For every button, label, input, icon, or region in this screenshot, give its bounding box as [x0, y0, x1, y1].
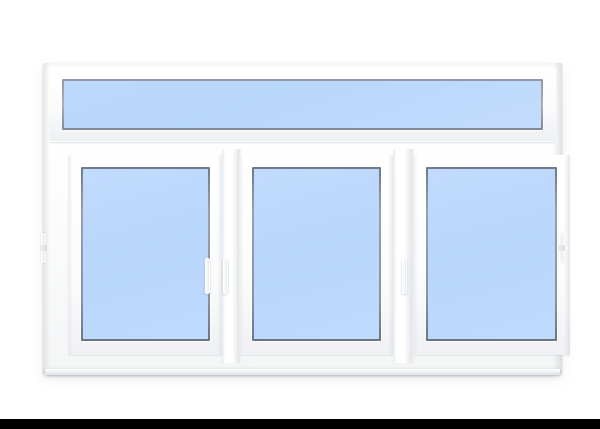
hinge-right	[558, 233, 565, 263]
bottom-black-band	[0, 419, 600, 429]
sash-middle[interactable]	[239, 155, 394, 355]
handle-middle-sash[interactable]	[223, 258, 228, 294]
sash-right[interactable]	[413, 155, 570, 355]
handle-left-sash[interactable]	[205, 258, 210, 294]
transom-light	[49, 68, 556, 141]
hinge-left	[40, 233, 47, 263]
sash-band	[40, 145, 570, 374]
mullion-right	[393, 149, 414, 363]
sash-middle-glazing-bead	[252, 167, 381, 341]
transom-glass-pane	[64, 81, 541, 128]
sash-left-glazing-bead	[81, 167, 210, 341]
transom-shadow-line	[50, 142, 555, 144]
transom-glazing-bead	[62, 79, 543, 130]
pvc-window-unit	[40, 63, 570, 377]
window-sill-edge	[47, 375, 558, 377]
window-sill	[45, 369, 560, 375]
sash-right-glazing-bead	[426, 167, 557, 341]
handle-right-sash[interactable]	[402, 258, 407, 294]
sash-middle-glass-pane	[254, 169, 379, 339]
mullion-left	[222, 149, 241, 363]
sash-left[interactable]	[68, 155, 223, 355]
sash-right-glass-pane	[428, 169, 555, 339]
sash-left-glass-pane	[83, 169, 208, 339]
